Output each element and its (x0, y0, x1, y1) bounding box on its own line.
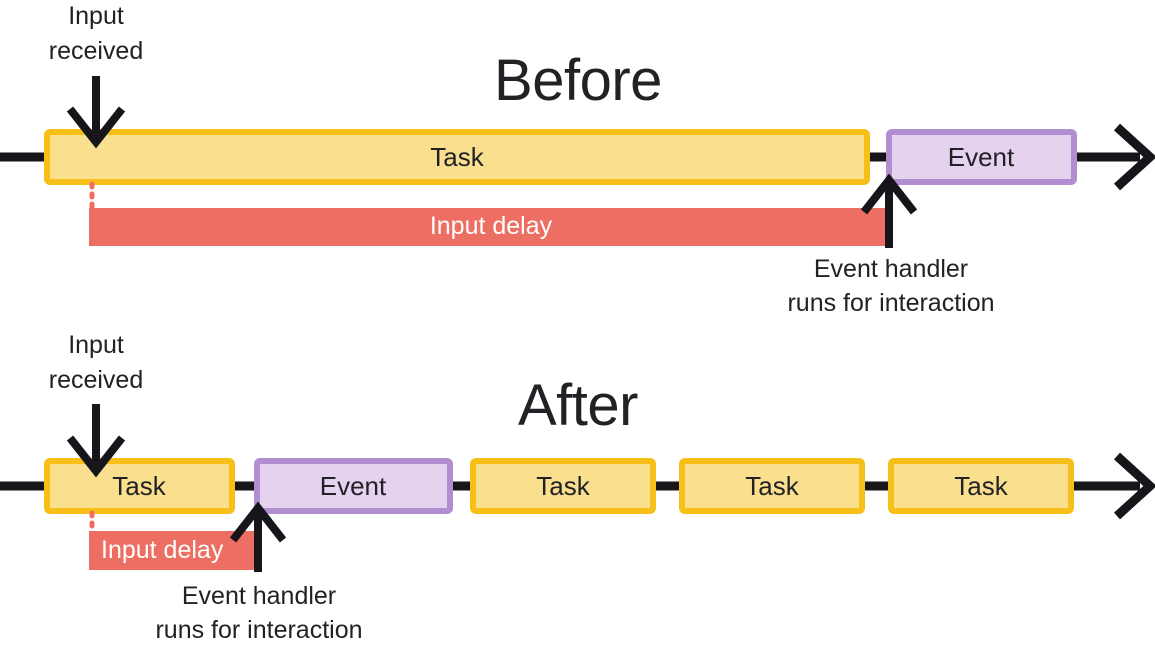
event-handler-label-after-line2: runs for interaction (155, 616, 362, 644)
input-received-label-after-line2: received (49, 366, 144, 394)
input-delay-label-after: Input delay (101, 536, 224, 564)
timeline-arrowhead-after (1113, 452, 1155, 520)
section-title-before: Before (494, 48, 662, 113)
event-block-after (254, 458, 453, 514)
task-block-after-3-label: Task (745, 471, 799, 501)
section-before: Before Task Event Input delay Input rece… (0, 2, 1155, 317)
event-block-before (886, 129, 1077, 185)
input-delay-label-before: Input delay (430, 212, 553, 240)
task-block-after-2 (470, 458, 656, 514)
event-handler-label-before-line1: Event handler (814, 255, 968, 283)
task-block-before (44, 129, 870, 185)
input-received-arrowhead-before (66, 106, 126, 149)
task-block-after-4-label: Task (954, 471, 1008, 501)
event-handler-label-after-line1: Event handler (182, 582, 336, 610)
section-after: After Task Event Task Task Task Input de… (0, 331, 1155, 644)
task-block-after-3 (679, 458, 865, 514)
event-block-after-label: Event (320, 471, 387, 501)
input-received-label-after-line1: Input (68, 331, 124, 359)
task-block-after-1-label: Task (112, 471, 166, 501)
input-received-label-before-line1: Input (68, 2, 124, 30)
event-block-before-label: Event (948, 142, 1015, 172)
input-received-label-before-line2: received (49, 37, 144, 65)
timeline-arrowhead-before (1113, 123, 1155, 191)
event-handler-arrowhead-after (229, 501, 287, 543)
task-block-before-label: Task (430, 142, 484, 172)
section-title-after: After (518, 373, 638, 438)
task-block-after-2-label: Task (536, 471, 590, 501)
input-received-arrowhead-after (66, 435, 126, 478)
input-delay-bar-before (89, 208, 889, 246)
task-block-after-4 (888, 458, 1074, 514)
event-handler-label-before-line2: runs for interaction (787, 289, 994, 317)
event-handler-arrowhead-before (860, 173, 918, 215)
